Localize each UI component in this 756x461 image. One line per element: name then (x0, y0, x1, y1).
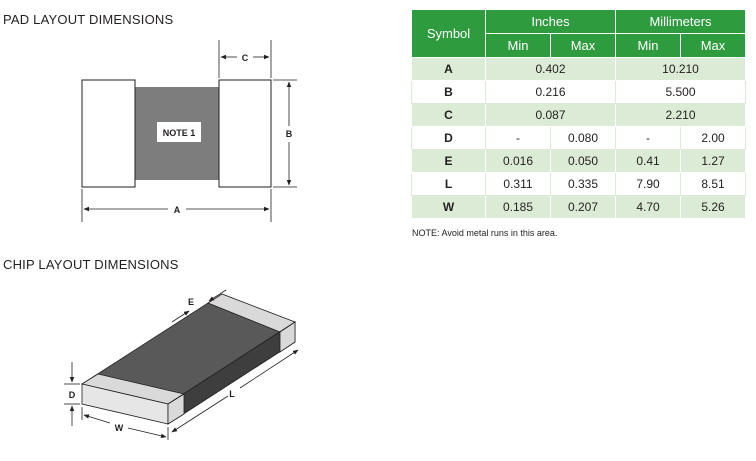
header-mm-min: Min (615, 33, 681, 58)
table-row: D - 0.080 - 2.00 (411, 126, 746, 150)
header-in-max: Max (550, 33, 616, 58)
in-max-cell: 0.080 (550, 126, 616, 150)
in-min-cell: 0.185 (485, 195, 551, 219)
chip-layout-title: CHIP LAYOUT DIMENSIONS (3, 257, 179, 272)
mm-min-cell: 4.70 (615, 195, 681, 219)
table-row: E 0.016 0.050 0.41 1.27 (411, 149, 746, 173)
inches-cell: 0.402 (485, 57, 616, 81)
pad-left (81, 79, 136, 188)
header-mm-max: Max (680, 33, 746, 58)
in-max-cell: 0.207 (550, 195, 616, 219)
dim-b-label: B (286, 129, 293, 139)
table-row: C 0.087 2.210 (411, 103, 746, 127)
symbol-cell: A (411, 57, 486, 81)
in-min-cell: - (485, 126, 551, 150)
in-min-cell: 0.016 (485, 149, 551, 173)
inches-cell: 0.216 (485, 80, 616, 104)
symbol-cell: C (411, 103, 486, 127)
table-row: A 0.402 10.210 (411, 57, 746, 81)
mm-min-cell: - (615, 126, 681, 150)
dim-a-label: A (174, 205, 181, 215)
in-max-cell: 0.050 (550, 149, 616, 173)
note-1-box (157, 122, 201, 142)
symbol-cell: L (411, 172, 486, 196)
dim-l-label: L (229, 389, 235, 399)
table-row: L 0.311 0.335 7.90 8.51 (411, 172, 746, 196)
note-1-label: NOTE 1 (163, 128, 196, 138)
dimensions-table: Symbol Inches Millimeters Min Max Min Ma… (411, 9, 746, 219)
table-note: NOTE: Avoid metal runs in this area. (412, 228, 558, 238)
symbol-cell: D (411, 126, 486, 150)
pad-layout-title: PAD LAYOUT DIMENSIONS (3, 12, 174, 27)
mm-min-cell: 7.90 (615, 172, 681, 196)
table-subheader-row: Min Max Min Max (412, 33, 746, 58)
header-inches: Inches (485, 9, 616, 34)
mm-max-cell: 5.26 (680, 195, 746, 219)
table-header-row: Symbol Inches Millimeters (411, 9, 746, 58)
pad-right (218, 79, 272, 188)
mm-cell: 5.500 (615, 80, 746, 104)
table-row: W 0.185 0.207 4.70 5.26 (411, 195, 746, 219)
in-max-cell: 0.335 (550, 172, 616, 196)
mm-max-cell: 2.00 (680, 126, 746, 150)
dim-d-label: D (69, 390, 76, 400)
symbol-cell: E (411, 149, 486, 173)
header-in-min: Min (485, 33, 551, 58)
table-row: B 0.216 5.500 (411, 80, 746, 104)
pad-layout-drawing: NOTE 1 C B A (81, 40, 297, 222)
mm-min-cell: 0.41 (615, 149, 681, 173)
dim-c-label: C (242, 53, 249, 63)
dim-e-label: E (188, 297, 194, 307)
mm-cell: 10.210 (615, 57, 746, 81)
dim-w-label: W (115, 423, 124, 433)
mm-cell: 2.210 (615, 103, 746, 127)
mm-max-cell: 8.51 (680, 172, 746, 196)
inches-cell: 0.087 (485, 103, 616, 127)
header-millimeters: Millimeters (615, 9, 746, 34)
mm-max-cell: 1.27 (680, 149, 746, 173)
header-symbol: Symbol (411, 9, 486, 58)
in-min-cell: 0.311 (485, 172, 551, 196)
chip-drawing: D E L W (64, 289, 299, 440)
symbol-cell: W (411, 195, 486, 219)
symbol-cell: B (411, 80, 486, 104)
